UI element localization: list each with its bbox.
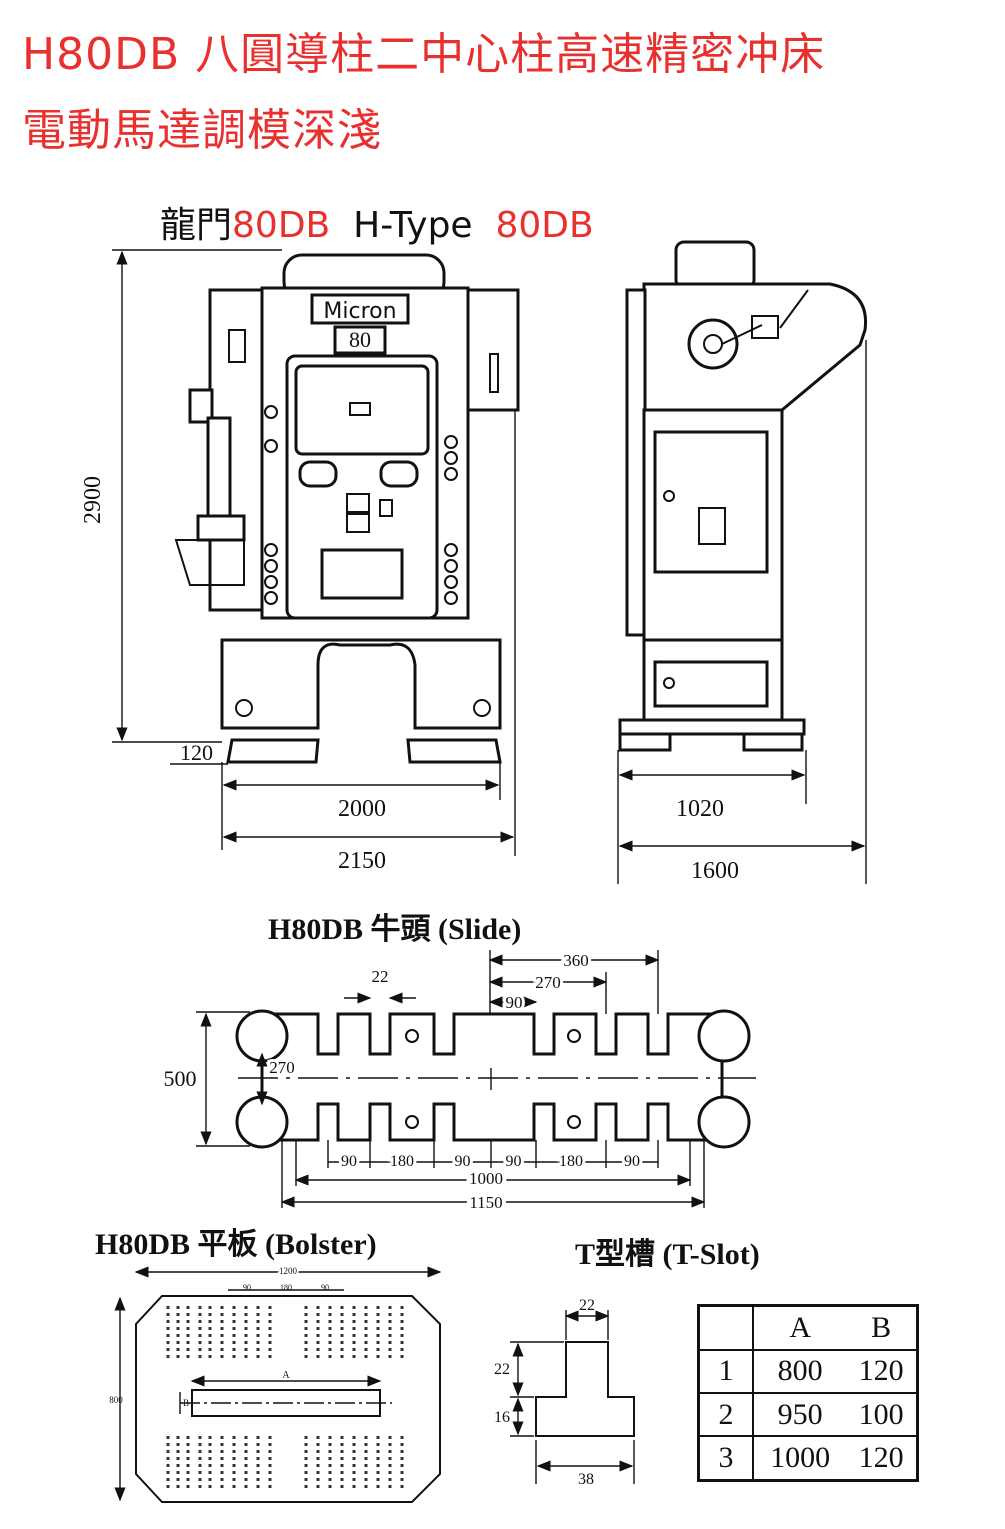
dim-front-2150: 2150 (338, 848, 386, 874)
spec-header-b: B (871, 1310, 892, 1344)
brand-plate-text: Micron (323, 299, 396, 324)
dim-bolster-1200: 1200 (279, 1266, 298, 1276)
spec-cell: 800 (753, 1348, 847, 1393)
title-line-2: 電動馬達調模深淺 (22, 105, 382, 156)
model-line: 龍門80DB H-Type 80DB (160, 196, 594, 248)
dim-slide-270-top: 270 (535, 973, 561, 992)
bolster-segment-label: 90 (321, 1283, 329, 1292)
spec-header-a: A (789, 1310, 811, 1344)
dim-front-base: 120 (180, 740, 213, 765)
slide-segment-label: 90 (624, 1153, 640, 1170)
slide-drawing: 22 360 270 90 500 270 90 180 90 90 180 90 100… (164, 948, 756, 1216)
spec-cell: 1 (698, 1348, 754, 1393)
dim-tslot-bottom: 38 (578, 1471, 594, 1488)
slide-bottom-segments: 90 180 90 90 180 90 (327, 1140, 659, 1173)
dim-slide-90-top: 90 (506, 993, 523, 1012)
spec-header-row: A B (698, 1305, 918, 1350)
dim-bolster-800: 800 (109, 1395, 123, 1405)
spec-table: A B 1 800 120 2 950 100 3 1000 120 (697, 1304, 919, 1482)
slide-title: H80DB 牛頭 (Slide) (268, 913, 522, 946)
bolster-segment-label: 180 (280, 1283, 292, 1292)
model-b: 80DB (495, 205, 594, 246)
right-column (464, 288, 520, 412)
title-line-1: H80DB 八圓導柱二中心柱高速精密冲床 (22, 29, 826, 80)
table-row: 3 1000 120 (698, 1435, 918, 1481)
type-label: H-Type (353, 205, 473, 246)
dim-tslot-neck: 22 (494, 1361, 510, 1378)
table-row: 1 800 120 (698, 1348, 918, 1393)
spec-cell: 3 (698, 1435, 754, 1481)
side-view: 1020 1600 (617, 240, 868, 884)
dim-side-1600: 1600 (691, 858, 739, 884)
dim-slide-1150: 1150 (469, 1193, 502, 1212)
tonnage-plate (333, 325, 387, 355)
spec-cell: 100 (846, 1391, 918, 1437)
bolster-segment-label: 90 (243, 1283, 251, 1292)
slide-segment-label: 180 (390, 1153, 414, 1170)
dim-slide-1000: 1000 (469, 1169, 503, 1188)
slide-segment-label: 90 (506, 1153, 522, 1170)
dim-front-height: 2900 (80, 476, 106, 524)
bolster-drawing: 1200 90 180 90 800 A B (109, 1264, 442, 1503)
spec-cell: 1000 (753, 1435, 847, 1481)
dim-tslot-head: 16 (494, 1409, 510, 1426)
dim-bolster-b: B (183, 1398, 189, 1408)
tonnage-plate-text: 80 (349, 327, 371, 352)
dim-slide-270-side: 270 (269, 1058, 295, 1077)
dim-side-1020: 1020 (676, 796, 724, 822)
spec-cell: 2 (698, 1391, 754, 1437)
dim-tslot-top: 22 (579, 1297, 595, 1314)
dim-bolster-a: A (282, 1370, 290, 1381)
front-view: 2900 120 2000 2150 Micron 80 (80, 249, 520, 874)
dim-slide-360: 360 (563, 951, 589, 970)
slide-segment-label: 90 (455, 1153, 471, 1170)
model-prefix: 龍門 (160, 205, 233, 246)
spec-cell: 950 (753, 1391, 847, 1437)
spec-cell: 120 (846, 1435, 918, 1481)
tslot-title: T型槽 (T-Slot) (575, 1238, 760, 1271)
spec-header-blank (698, 1305, 754, 1350)
dim-slide-22: 22 (372, 967, 389, 986)
bolster-title: H80DB 平板 (Bolster) (95, 1228, 377, 1261)
model-a: 80DB (232, 205, 331, 246)
dim-front-2000: 2000 (338, 796, 386, 822)
brand-plate (310, 293, 410, 325)
dim-slide-500: 500 (164, 1066, 197, 1091)
bolster-top-segments: 90 180 90 (243, 1283, 329, 1292)
tslot-drawing: 22 22 16 38 (494, 1297, 635, 1488)
slide-segment-label: 90 (341, 1153, 357, 1170)
slide-segment-label: 180 (559, 1153, 583, 1170)
spec-cell: 120 (846, 1348, 918, 1393)
table-row: 2 950 100 (698, 1391, 918, 1437)
